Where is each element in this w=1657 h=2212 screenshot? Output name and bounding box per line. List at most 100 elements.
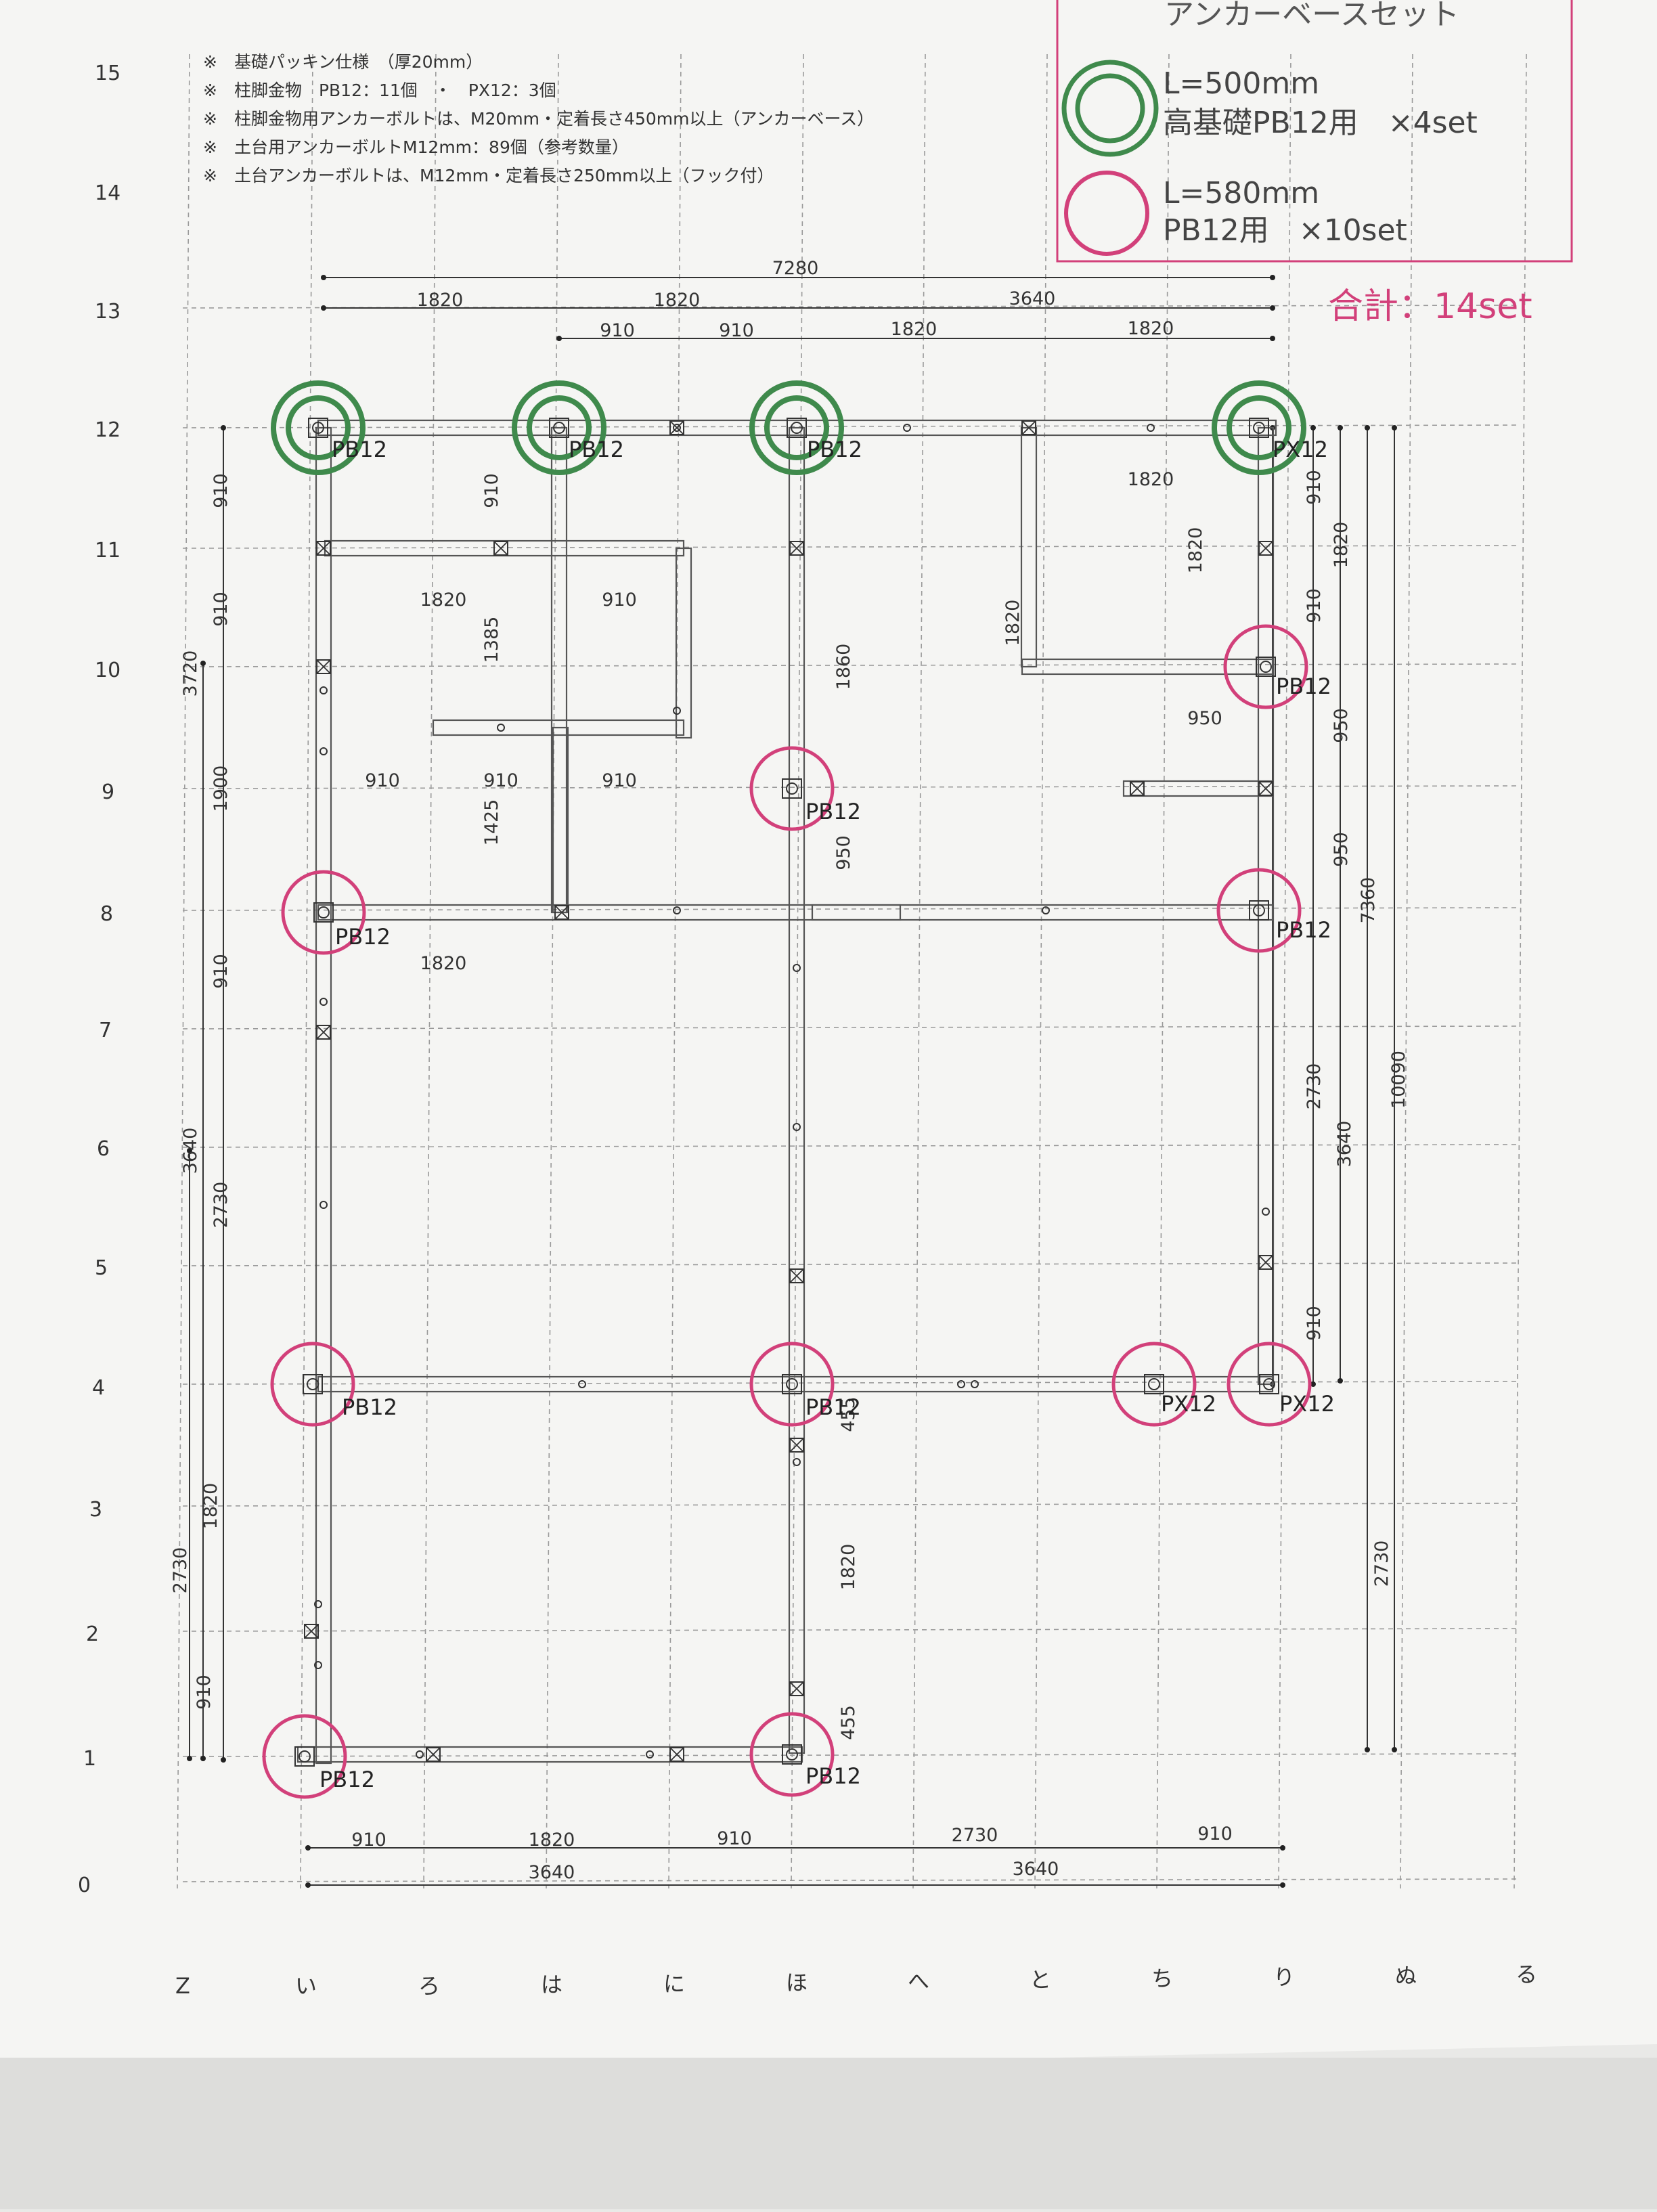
dimension-text: 2730 xyxy=(1304,1063,1325,1110)
dimension-text: 10090 xyxy=(1388,1050,1409,1109)
anchor-bolt-mark xyxy=(319,998,328,1006)
legend-box: アンカーベースセット L=500mm 高基礎PB12用 ×4set L=580m… xyxy=(1056,0,1573,327)
col-label-ru: る xyxy=(1516,1962,1537,1987)
vent-mark xyxy=(316,659,331,674)
vent-mark-cross xyxy=(669,1747,684,1762)
row-label-1: 1 xyxy=(83,1747,96,1771)
anchor-green-inner xyxy=(1227,395,1291,460)
row-label-13: 13 xyxy=(95,300,120,324)
dimension-text: 3640 xyxy=(180,1128,201,1174)
dimension-text: 910 xyxy=(1304,588,1325,623)
dimension-text: 910 xyxy=(481,473,502,508)
column-labels: Z い ろ は に ほ へ と ち り ぬ る xyxy=(175,1962,1537,1999)
anchor-green-outer xyxy=(1212,380,1306,475)
note-2: ※ 柱脚金物 PB12：11個 ・ PX12：3個 xyxy=(203,81,556,100)
wall-horizontal xyxy=(432,719,685,736)
anchor-label: PB12 xyxy=(1276,917,1331,943)
column-base-bolt xyxy=(312,422,324,434)
dimension-text: 910 xyxy=(211,592,231,627)
grid-row-line xyxy=(182,545,1520,549)
vent-mark xyxy=(1021,420,1036,435)
legend-pink-length: L=580mm xyxy=(1163,176,1319,211)
anchor-bolt-mark xyxy=(957,1380,965,1388)
vent-mark-cross xyxy=(1258,541,1273,556)
column-base-hardware xyxy=(303,1374,323,1394)
anchor-bolt-mark xyxy=(319,686,328,694)
vent-mark xyxy=(1258,781,1273,796)
dimension-lines xyxy=(187,275,1397,1888)
column-base-bolt xyxy=(791,422,803,434)
dimension-text: 950 xyxy=(1331,832,1352,867)
anchor-green-inner xyxy=(286,395,351,460)
vent-mark xyxy=(1258,1255,1273,1270)
column-base-hardware xyxy=(1249,900,1269,921)
anchor-bolt-mark xyxy=(497,724,505,732)
grid-row-line xyxy=(182,1753,1520,1757)
grid-col-line xyxy=(177,53,190,1889)
column-base-bolt xyxy=(1148,1378,1160,1390)
anchor-base-markers xyxy=(262,380,1312,1799)
dimension-text: 1820 xyxy=(891,319,937,340)
grid-col-line xyxy=(668,53,682,1889)
legend-green-desc: 高基礎PB12用 ×4set xyxy=(1163,106,1478,140)
row-label-15: 15 xyxy=(95,62,120,85)
row-label-12: 12 xyxy=(95,418,120,442)
anchor-bolt-mark xyxy=(319,1201,328,1209)
grid-row-line xyxy=(182,1628,1520,1632)
dimension-tick xyxy=(305,1845,311,1851)
anchor-label: PB12 xyxy=(342,1394,397,1420)
anchor-pink-circle xyxy=(1111,1342,1197,1427)
dimension-text: 1820 xyxy=(529,1830,575,1851)
vent-mark-cross xyxy=(304,1624,319,1639)
column-base-bolt xyxy=(1260,661,1272,673)
dimension-text: 910 xyxy=(1304,470,1325,505)
column-base-bolt xyxy=(786,1748,798,1761)
dimension-tick xyxy=(1338,425,1343,430)
anchor-label: PX12 xyxy=(1279,1391,1335,1417)
anchor-pink-circle xyxy=(749,1712,835,1797)
anchor-bolt-mark xyxy=(314,1661,322,1669)
anchor-green-outer xyxy=(271,380,366,475)
anchor-green-outer xyxy=(749,380,844,475)
vent-mark-cross xyxy=(1130,781,1145,796)
vent-mark xyxy=(304,1624,319,1639)
anchor-bolt-mark xyxy=(793,1458,801,1466)
column-base-bolt xyxy=(317,906,330,919)
dimension-text: 1820 xyxy=(654,290,701,311)
dimension-text: 3640 xyxy=(529,1862,575,1883)
grid-col-line xyxy=(423,53,437,1889)
grid-row-line xyxy=(182,424,1520,428)
column-base-bolt xyxy=(299,1750,311,1763)
column-base-hardware xyxy=(782,1744,802,1765)
dimension-tick xyxy=(1310,425,1316,430)
column-base-bolt xyxy=(553,422,565,434)
dimension-text: 3640 xyxy=(1013,1859,1059,1880)
dimension-text: 910 xyxy=(602,590,637,611)
vent-mark xyxy=(789,541,804,556)
col-label-i: い xyxy=(295,1973,317,1999)
column-base-hardware xyxy=(1249,418,1269,438)
row-label-6: 6 xyxy=(97,1137,110,1161)
desk-surface xyxy=(0,2058,1657,2209)
row-label-3: 3 xyxy=(89,1498,102,1522)
column-base-bolt xyxy=(1263,1378,1275,1390)
vent-mark xyxy=(316,541,331,556)
anchor-pink-circle xyxy=(270,1342,355,1427)
column-base-hardware xyxy=(549,418,569,438)
dimension-text: 2730 xyxy=(1371,1541,1392,1587)
vent-mark-cross xyxy=(669,420,684,435)
dimension-text: 455 xyxy=(838,1705,859,1740)
legend-green-length: L=500mm xyxy=(1163,66,1319,101)
dimension-text: 1820 xyxy=(1331,522,1352,569)
legend-pink-desc: PB12用 ×10set xyxy=(1163,213,1407,248)
anchor-label: PB12 xyxy=(805,799,861,824)
column-base-hardware xyxy=(1256,657,1276,677)
legend-title: アンカーベースセット xyxy=(1164,0,1459,32)
column-base-hardware xyxy=(782,778,802,799)
dimension-text: 1820 xyxy=(1002,600,1023,646)
dimension-text: 910 xyxy=(719,320,754,341)
row-label-9: 9 xyxy=(102,780,114,804)
grid-col-line xyxy=(1034,53,1048,1889)
dimension-text: 1820 xyxy=(1185,527,1206,574)
